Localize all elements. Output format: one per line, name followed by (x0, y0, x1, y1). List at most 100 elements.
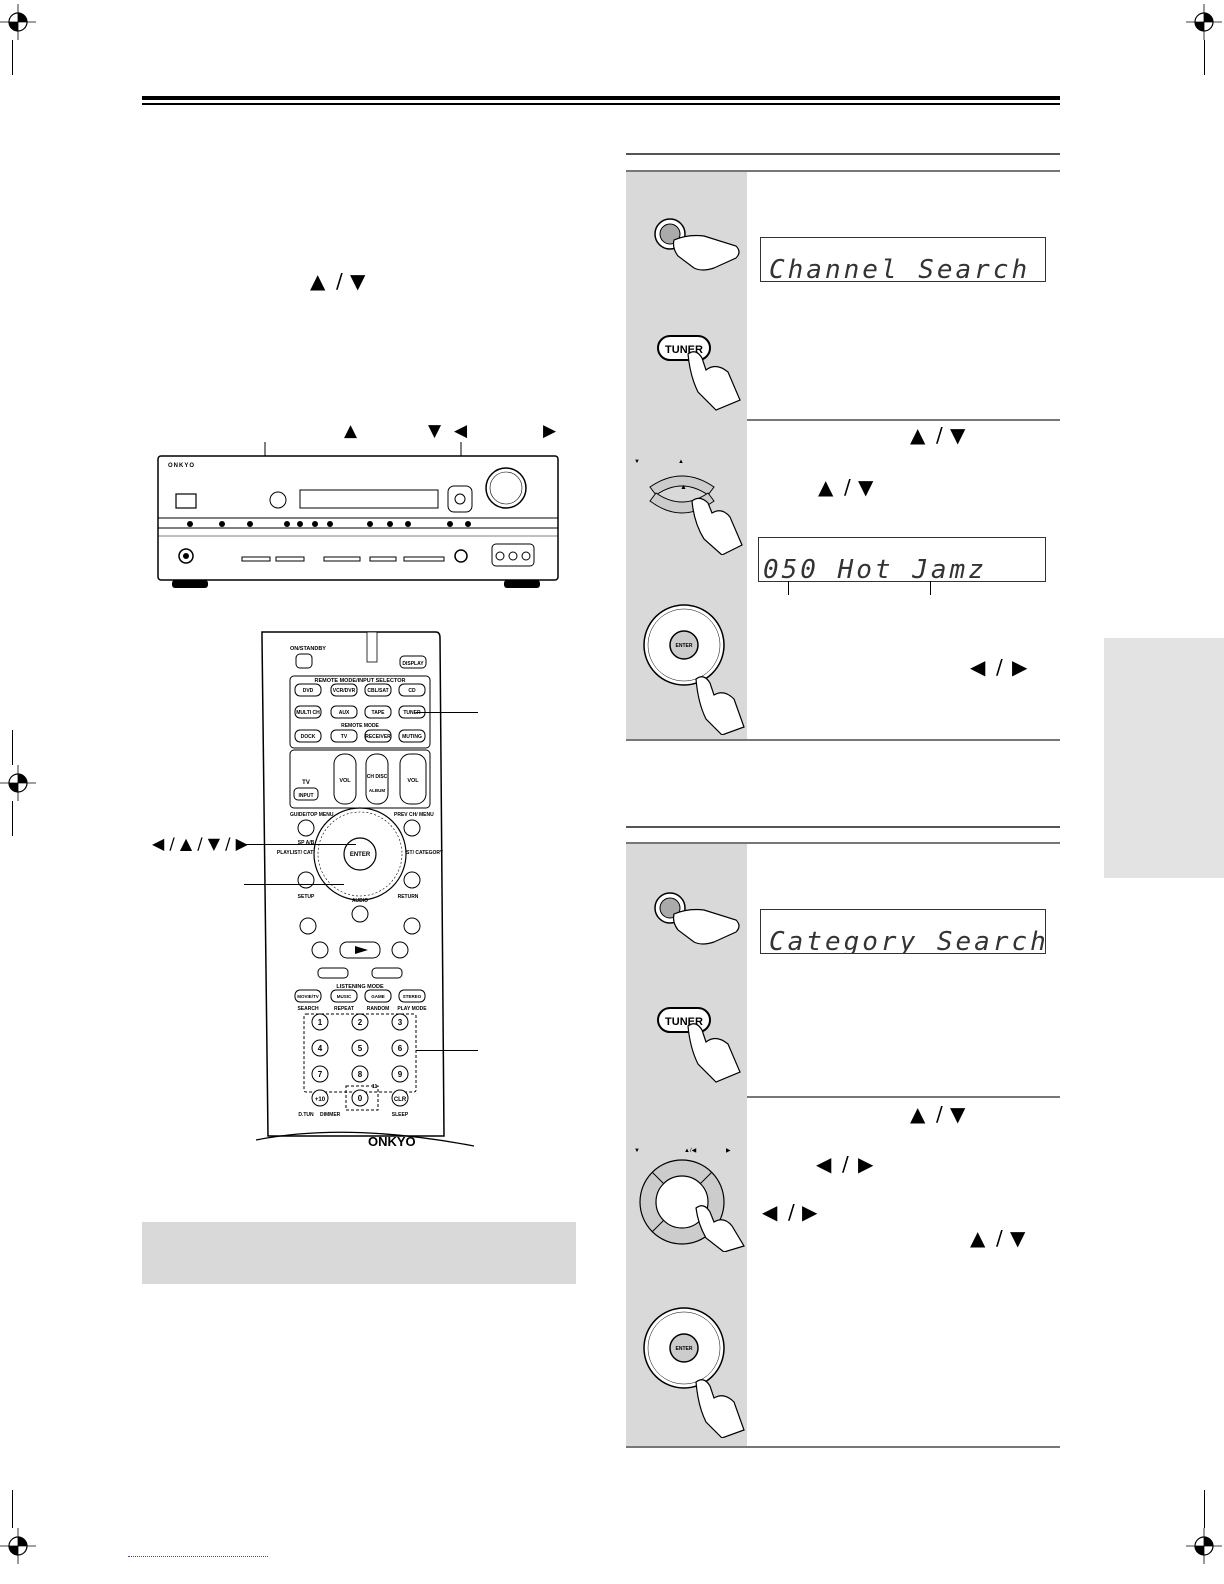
remote-mode-input-selector-label: REMOTE MODE/INPUT SELECTOR (315, 678, 406, 684)
mode-sub-label: RANDOM (367, 1006, 390, 1012)
mode-btn[interactable] (364, 989, 392, 1003)
input-button: INPUT (299, 793, 314, 799)
digit-button[interactable] (351, 1013, 369, 1031)
remote-btn-cd[interactable] (398, 683, 426, 697)
callout-line-tuner (416, 712, 478, 713)
digit-button[interactable] (391, 1013, 409, 1031)
step-2-2-separator-2: / (842, 1152, 849, 1176)
lcd-channel-search: Channel Search (760, 237, 1046, 282)
header-rule-thick (142, 96, 1060, 100)
side-tab (1104, 638, 1224, 878)
remote-btn-label: CBL/SAT (367, 688, 388, 694)
vol-tv-label: VOL (339, 778, 351, 784)
section-2-rule (626, 826, 1060, 828)
digit-button[interactable] (391, 1039, 409, 1057)
receiver-up-arrow: ▲ (344, 421, 358, 441)
enter-dpad-label: ENTER (676, 643, 693, 649)
tv-label: TV (302, 780, 310, 786)
digit-button[interactable] (311, 1039, 329, 1057)
mode-btn[interactable] (398, 989, 426, 1003)
album-label: ALBUM (369, 788, 385, 793)
separator-glyph: / (336, 269, 343, 293)
remote-btn-tape[interactable] (364, 705, 392, 719)
mode-btn-label: MUSIC (337, 994, 352, 999)
callout-line-enter (244, 884, 344, 885)
remote-btn-receiver[interactable] (364, 729, 392, 743)
mode-button-press-icon (654, 218, 740, 271)
remote-btn-label: CD (408, 688, 416, 694)
remote-btn-dvd[interactable] (294, 683, 322, 697)
svg-text:▲: ▲ (678, 459, 684, 465)
digit-label: 4 (318, 1044, 323, 1053)
remote-btn-label: MULTI CH (296, 710, 320, 716)
crop-line-mid-left (12, 730, 13, 765)
receiver-right-arrow: ▶ (543, 421, 557, 441)
receiver-front-panel: ONKYO (157, 442, 559, 588)
step-2-2: ▼ ▲/◀ ▶ ENTER ▲ / ▼ ◀ / ▶ ◀ / ▶ ▲ / ▼ (626, 1094, 1060, 1448)
remote-control: ON/STANDBY DISPLAY REMOTE MODE/INPUT SEL… (255, 631, 475, 1149)
registration-mark-top-left (0, 4, 36, 40)
lcd-hot-jamz: 050 Hot Jamz (758, 537, 1046, 582)
lcd-category-search: Category Search (760, 909, 1046, 954)
audio-label: AUDIO (352, 898, 368, 904)
remote-btn-label: TV (341, 734, 348, 740)
digit-button[interactable] (351, 1065, 369, 1083)
return-label: RETURN (398, 894, 419, 900)
remote-mode-label: REMOTE MODE (341, 723, 379, 729)
crop-line-right-top (1204, 40, 1205, 75)
step-1-2-up-arrow-2: ▲ (818, 475, 834, 499)
remote-btn-label: DOCK (301, 734, 316, 740)
digit-label: 8 (358, 1070, 363, 1079)
step-2-2-right-arrow: ▶ (858, 1152, 874, 1176)
remote-btn-dock[interactable] (294, 729, 322, 743)
digit-button[interactable] (391, 1089, 409, 1107)
remote-btn-label: TAPE (372, 710, 386, 716)
step-2-2-up-arrow-2: ▲ (970, 1226, 986, 1250)
remote-btn-muting[interactable] (398, 729, 426, 743)
section-1-rule (626, 153, 1060, 155)
mode-btn[interactable] (330, 989, 358, 1003)
step-1-2: ▼ ▲ ▲ ENTER ▲ / ▼ ▲ / ▼ 050 Hot Jamz ◀ /… (626, 417, 1060, 741)
digit-button[interactable] (311, 1013, 329, 1031)
step-1-1-illustration: TUNER (626, 172, 747, 419)
dimmer-label: DIMMER (320, 1112, 341, 1118)
remote-btn-label: MUTING (402, 734, 422, 740)
remote-btn-vcr-dvr[interactable] (330, 683, 358, 697)
dpad-ring-press-icon: ▼ ▲/◀ ▶ (634, 1148, 745, 1252)
digit-button[interactable] (351, 1039, 369, 1057)
mode-button-press-icon-2 (654, 892, 740, 945)
step-1-1: TUNER Channel Search (626, 170, 1060, 421)
mode-sub-label: REPEAT (334, 1006, 354, 1012)
registration-mark-bottom-right (1186, 1528, 1222, 1564)
enter-button: ENTER (350, 852, 371, 858)
remote-btn-aux[interactable] (330, 705, 358, 719)
mode-btn[interactable] (294, 989, 322, 1003)
remote-btn-label: DVD (303, 688, 314, 694)
guide-top-menu-label: GUIDE/TOP MENU (290, 812, 334, 818)
remote-btn-label: RECEIVER (365, 734, 391, 740)
digit-button[interactable] (351, 1089, 369, 1107)
digit-button[interactable] (391, 1065, 409, 1083)
svg-text:▼: ▼ (634, 1148, 640, 1154)
receiver-left-arrow: ◀ (454, 421, 468, 441)
step-2-2-left-arrow-2: ◀ (762, 1200, 778, 1224)
remote-btn-multi-ch[interactable] (294, 705, 322, 719)
registration-mark-top-right (1186, 4, 1222, 40)
on-standby-label: ON/STANDBY (290, 646, 326, 652)
step-1-2-down-arrow: ▼ (950, 423, 966, 447)
remote-btn-tv[interactable] (330, 729, 358, 743)
digit-button[interactable] (311, 1065, 329, 1083)
digit-label: 9 (398, 1070, 403, 1079)
enter-dpad-press-icon-2: ENTER (643, 1307, 745, 1438)
remote-btn-cbl-sat[interactable] (364, 683, 392, 697)
step-2-1-illustration: TUNER (626, 844, 747, 1096)
step-1-2-up-arrow: ▲ (910, 423, 926, 447)
listening-mode-label: LISTENING MODE (336, 984, 384, 990)
sleep-label: SLEEP (392, 1112, 409, 1118)
mode-sub-label: PLAY MODE (397, 1006, 427, 1012)
digit-label: 0 (358, 1094, 363, 1103)
digit-label: 6 (398, 1044, 403, 1053)
step-1-2-illustration: ▼ ▲ ▲ ENTER (626, 417, 747, 739)
remote-btn-label: AUX (339, 710, 350, 716)
digit-button[interactable] (311, 1089, 329, 1107)
